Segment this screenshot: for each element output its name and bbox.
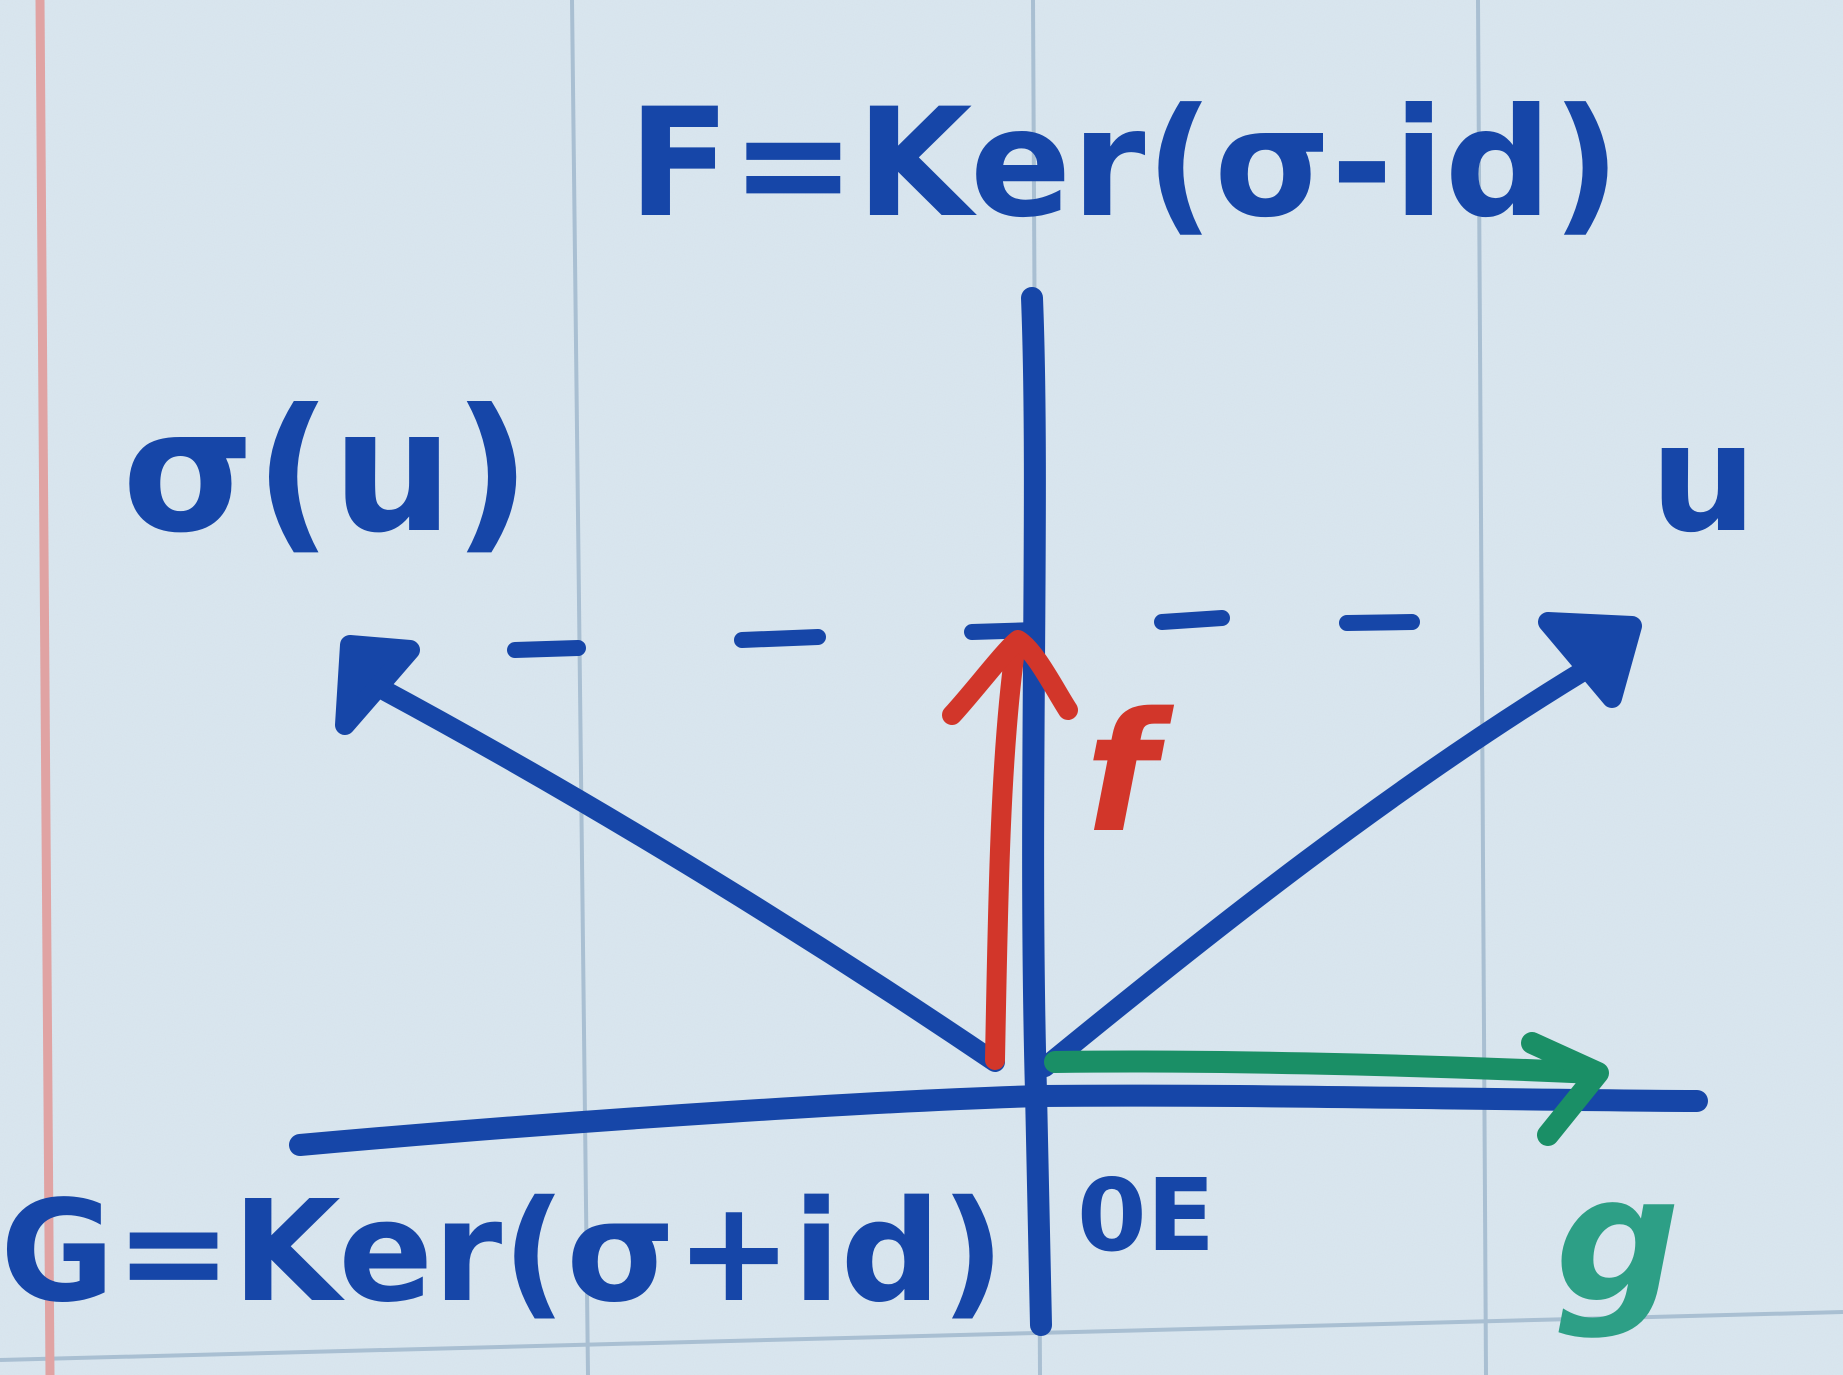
label-F-kernel: F=Ker(σ-id) — [628, 77, 1620, 251]
dash-4 — [1154, 610, 1230, 630]
label-g: g — [1555, 1139, 1680, 1342]
vector-f-arrowhead — [942, 630, 1078, 725]
vector-f-shaft — [985, 640, 1025, 1070]
grid-line-vertical-3 — [1476, 0, 1488, 1375]
vector-u — [1035, 612, 1642, 1077]
dash-2 — [734, 629, 826, 648]
vector-u-shaft — [1035, 648, 1615, 1077]
vector-g — [1044, 1032, 1609, 1146]
dash-5 — [1339, 614, 1420, 631]
label-u: u — [1650, 392, 1757, 566]
label-origin: 0E — [1077, 1157, 1215, 1274]
margin-line — [35, 0, 55, 1375]
vector-u-arrowhead — [1538, 612, 1642, 708]
grid-line-horizontal-bottom — [0, 1310, 1843, 1362]
horizontal-axis-G — [289, 1084, 1708, 1156]
vertical-axis-F — [1021, 287, 1052, 1336]
axes — [289, 287, 1708, 1336]
vector-g-arrowhead — [1521, 1032, 1609, 1146]
grid-line-vertical-1 — [570, 0, 590, 1375]
vector-sigma-u-shaft — [355, 670, 1005, 1072]
label-G-kernel: G=Ker(σ+id) — [0, 1171, 1005, 1334]
vector-sigma-u-arrowhead — [335, 635, 420, 735]
vector-f — [942, 630, 1078, 1070]
vector-g-shaft — [1044, 1050, 1606, 1084]
vector-sigma-u — [335, 635, 1005, 1072]
label-sigma-u: σ(u) — [122, 373, 531, 571]
dash-1 — [507, 640, 586, 658]
